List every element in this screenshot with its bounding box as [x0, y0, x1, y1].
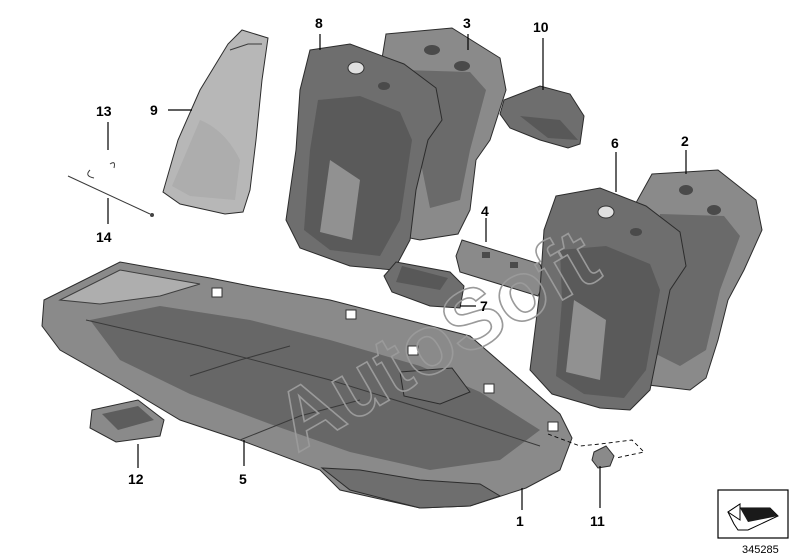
callout-1: 1 — [516, 513, 524, 529]
callout-9: 9 — [150, 102, 158, 118]
part-6-backrest-cover-right — [529, 187, 687, 411]
callout-4: 4 — [481, 203, 489, 219]
callout-14: 14 — [96, 229, 112, 245]
callout-5: 5 — [239, 471, 247, 487]
callout-12: 12 — [128, 471, 144, 487]
callout-13: 13 — [96, 103, 112, 119]
part-8-backrest-cover — [285, 43, 443, 271]
callout-6: 6 — [611, 135, 619, 151]
callouts: 1 2 3 4 5 6 7 8 9 10 11 12 13 14 — [96, 15, 689, 529]
callout-8: 8 — [315, 15, 323, 31]
callout-10: 10 — [533, 19, 549, 35]
arrow-corner-icon — [717, 489, 789, 539]
callout-2: 2 — [681, 133, 689, 149]
leader-lines — [107, 34, 687, 510]
part-13-14-wire — [67, 162, 154, 217]
part-7-armrest-cushion — [383, 261, 465, 309]
part-10-armrest-pad — [499, 85, 585, 149]
part-12-cover-tray — [89, 399, 165, 443]
part-4-bracket — [455, 239, 547, 297]
part-9-backrest-foam — [162, 29, 269, 215]
callout-7: 7 — [480, 298, 488, 314]
callout-11: 11 — [590, 513, 605, 529]
part-11-clip — [547, 433, 645, 469]
part-5-seat-cushion — [41, 261, 573, 509]
reference-number: 345285 — [742, 544, 779, 556]
callout-3: 3 — [463, 15, 471, 31]
